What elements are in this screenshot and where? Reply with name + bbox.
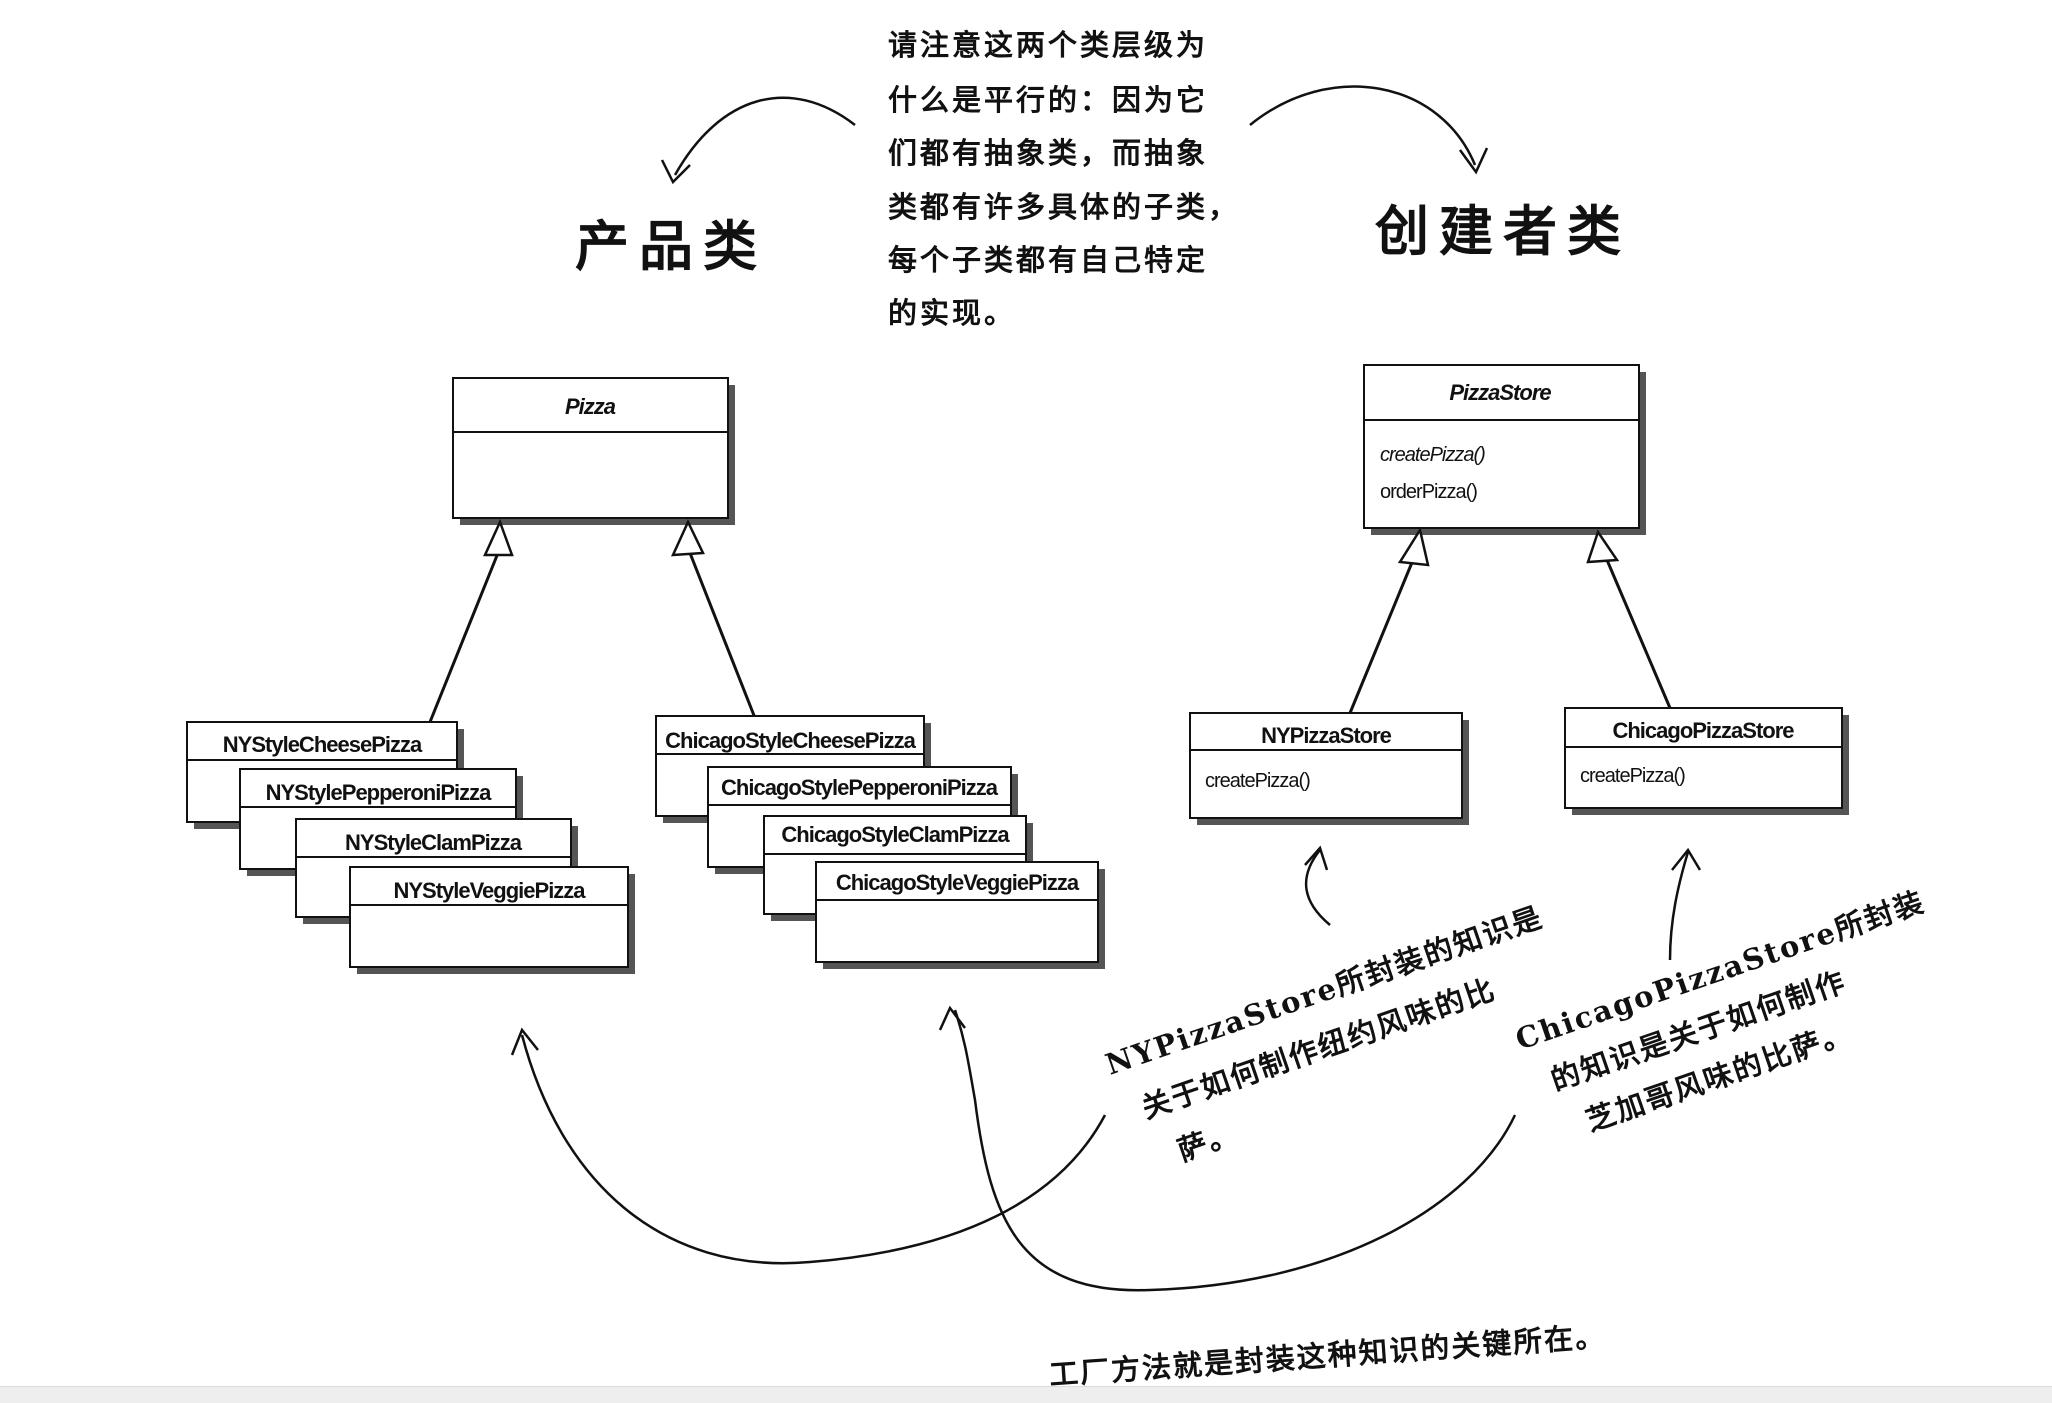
inheritance-line bbox=[428, 547, 502, 723]
arrow-to-creator-heading bbox=[1249, 85, 1477, 166]
arrowhead-icon bbox=[1304, 845, 1329, 871]
class-name: ChicagoStyleVeggiePizza bbox=[836, 870, 1080, 895]
arrowhead-icon bbox=[510, 1027, 539, 1056]
parallel-hierarchy-note: 请注意这两个类层级为 什么是平行的：因为它 们都有抽象类，而抽象 类都有许多具体… bbox=[888, 28, 1240, 330]
inheritance-triangle-icon bbox=[670, 519, 705, 557]
inheritance-line bbox=[1605, 559, 1672, 709]
creator-classes-heading: 创建者类 bbox=[1375, 200, 1631, 263]
class-pizzastore: PizzaStore createPizza() orderPizza() bbox=[1363, 364, 1646, 535]
note-line: 请注意这两个类层级为 bbox=[888, 28, 1208, 62]
inheritance-line bbox=[1348, 559, 1415, 714]
class-nypizzastore: NYPizzaStore createPizza() bbox=[1189, 712, 1469, 825]
note-line: 萨。 bbox=[1173, 1116, 1243, 1168]
class-name: NYStyleClamPizza bbox=[345, 830, 523, 855]
arrowhead-icon bbox=[660, 159, 691, 185]
arrow-chicago-note-to-chicago-pizzas bbox=[953, 1009, 1517, 1292]
note-line: 每个子类都有自己特定 bbox=[888, 243, 1208, 277]
note-line: 工厂方法就是封装这种知识的关键所在。 bbox=[1048, 1319, 1607, 1392]
note-line: 们都有抽象类，而抽象 bbox=[888, 136, 1208, 170]
arrow-to-product-heading bbox=[673, 96, 856, 176]
method-create-pizza: createPizza() bbox=[1380, 444, 1485, 466]
chicago-pizza-stack: ChicagoStyleCheesePizza ChicagoStylePepp… bbox=[655, 715, 1105, 969]
note-line: 类都有许多具体的子类， bbox=[888, 190, 1240, 224]
class-pizza: Pizza bbox=[452, 377, 735, 525]
ny-pizza-stack: NYStyleCheesePizza NYStylePepperoniPizza… bbox=[186, 721, 635, 974]
class-chicagopizzastore: ChicagoPizzaStore createPizza() bbox=[1564, 707, 1849, 815]
class-name: Pizza bbox=[565, 394, 616, 419]
class-name: PizzaStore bbox=[1449, 380, 1551, 405]
arrow-to-nypizzastore bbox=[1304, 849, 1331, 926]
method-order-pizza: orderPizza() bbox=[1380, 481, 1477, 503]
inheritance-line bbox=[686, 547, 757, 719]
class-name: NYStylePepperoniPizza bbox=[266, 780, 493, 805]
class-box: ChicagoStyleVeggiePizza bbox=[815, 861, 1105, 969]
ny-knowledge-note: NYPizzaStore所封装的知识是 关于如何制作纽约风味的比 萨。 bbox=[1101, 900, 1547, 1168]
arrowhead-icon bbox=[938, 1005, 966, 1031]
inheritance-triangle-icon bbox=[483, 518, 514, 557]
window-bottom-bar bbox=[0, 1386, 2052, 1403]
method-create-pizza: createPizza() bbox=[1205, 770, 1310, 792]
note-line: 的实现。 bbox=[888, 296, 1016, 330]
class-name: NYStyleVeggiePizza bbox=[393, 878, 586, 903]
class-name: ChicagoPizzaStore bbox=[1612, 718, 1794, 743]
class-name: ChicagoStyleClamPizza bbox=[781, 822, 1010, 847]
class-name: ChicagoStyleCheesePizza bbox=[665, 728, 916, 753]
class-name: NYStyleCheesePizza bbox=[223, 732, 423, 757]
product-classes-heading: 产品类 bbox=[575, 215, 767, 278]
arrowhead-icon bbox=[1671, 847, 1702, 871]
method-create-pizza: createPizza() bbox=[1580, 765, 1685, 787]
note-line: 什么是平行的：因为它 bbox=[888, 83, 1208, 117]
chicago-knowledge-note: ChicagoPizzaStore所封装 的知识是关于如何制作 芝加哥风味的比萨… bbox=[1511, 884, 1929, 1138]
arrow-to-chicagopizzastore bbox=[1668, 851, 1690, 961]
class-box: NYStyleVeggiePizza bbox=[349, 866, 635, 974]
inheritance-triangle-icon bbox=[1397, 526, 1430, 567]
class-name: ChicagoStylePepperoniPizza bbox=[721, 775, 999, 800]
inheritance-triangle-icon bbox=[1586, 529, 1620, 564]
arrowhead-icon bbox=[1458, 147, 1489, 175]
arrow-ny-note-to-ny-pizzas bbox=[520, 1034, 1107, 1265]
class-name: NYPizzaStore bbox=[1261, 723, 1392, 748]
factory-method-note: 工厂方法就是封装这种知识的关键所在。 bbox=[1048, 1319, 1607, 1392]
